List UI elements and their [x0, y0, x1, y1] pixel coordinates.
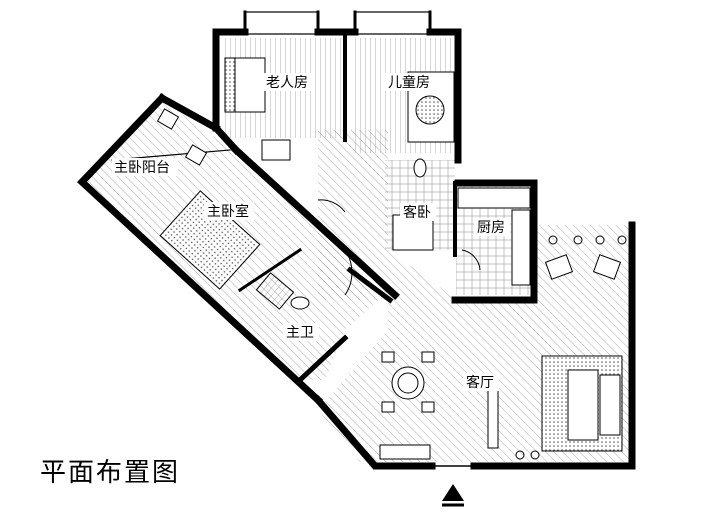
room-labels: 老人房 儿童房 主卧阳台 主卧室 客卧 厨房 主卫 客厅 — [112, 73, 510, 391]
label-children-room: 儿童房 — [388, 74, 430, 91]
floor-fills — [82, 38, 632, 462]
label-master-balcony: 主卧阳台 — [114, 160, 170, 176]
label-kitchen: 厨房 — [477, 220, 505, 236]
furniture — [156, 57, 627, 460]
up-triangle-icon — [442, 484, 464, 501]
label-master-bedroom: 主卧室 — [207, 203, 249, 220]
dining-table — [391, 366, 425, 400]
label-guest-bath: 客卧 — [403, 204, 431, 221]
walls — [77, 10, 636, 470]
plan-caption: 平面布置图 — [40, 458, 181, 488]
label-elder-room: 老人房 — [266, 75, 308, 91]
label-master-bath: 主卫 — [286, 325, 314, 341]
sofa — [567, 369, 599, 441]
label-living-room: 客厅 — [466, 374, 494, 391]
